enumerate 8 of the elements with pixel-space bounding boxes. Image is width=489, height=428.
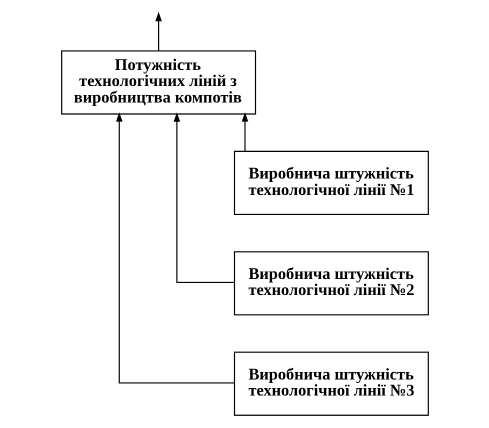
- node-box: Виробнича штужність технологічної лінії №1: [233, 150, 428, 215]
- arrow: [154, 12, 162, 51]
- arrow: [241, 112, 248, 152]
- arrow: [116, 112, 234, 384]
- node-box: Виробнича штужність технологічної лінії №2: [233, 251, 428, 316]
- node-box: Виробнича штужність технологічної лінії №3: [233, 352, 428, 416]
- arrow: [173, 112, 234, 284]
- node-box: Потужність технологічних ліній з виробництва компотів: [60, 50, 256, 115]
